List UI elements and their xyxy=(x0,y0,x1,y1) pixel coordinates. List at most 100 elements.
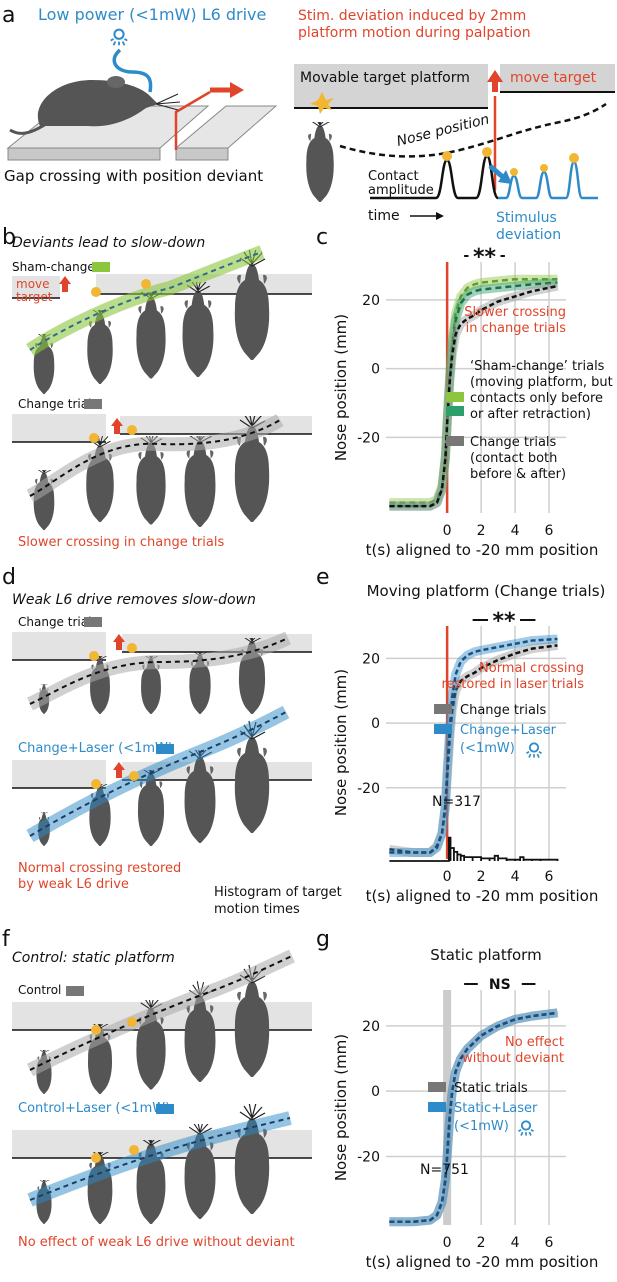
move-label: move xyxy=(16,277,50,291)
svg-text:g: g xyxy=(316,927,330,952)
y-tick-label: 20 xyxy=(362,1019,380,1035)
x-tick-label: 2 xyxy=(477,1235,486,1251)
g-legend-1: Static trials xyxy=(454,1081,528,1096)
d-footer-1: Normal crossing restored xyxy=(18,861,181,876)
x-tick-label: 6 xyxy=(545,869,554,885)
x-axis-label: t(s) aligned to -20 mm position xyxy=(366,887,599,905)
x-tick-label: 0 xyxy=(443,869,452,885)
y-tick-label: 20 xyxy=(362,651,380,667)
x-tick-label: 6 xyxy=(545,1235,554,1251)
y-tick-label: -20 xyxy=(357,781,380,797)
d-footer-2: by weak L6 drive xyxy=(18,877,129,892)
time-arrow-icon xyxy=(436,212,444,220)
c-annotation-1: Slower crossing xyxy=(464,305,566,320)
panel-b-label: b xyxy=(2,225,16,250)
contact-label-1: Contact xyxy=(368,169,419,184)
g-annotation-2: without deviant xyxy=(462,1051,564,1066)
c-annotation-2: in change trials xyxy=(466,321,567,336)
y-tick-label: 0 xyxy=(371,362,380,378)
time-label: time xyxy=(368,208,400,224)
panel-b: b Deviants lead to slow-down Sham-change… xyxy=(2,225,312,550)
e-laser-icon xyxy=(525,742,543,759)
c-legend-sham-1: ‘Sham-change’ trials xyxy=(470,359,605,374)
panel-a: a Low power (<1mW) L6 drive Gap crossing… xyxy=(2,3,615,243)
g-annotation-1: No effect xyxy=(505,1035,564,1050)
d-hist-label-2: motion times xyxy=(214,902,300,917)
c-legend-change-2: (contact both xyxy=(470,451,557,466)
panel-d-label: d xyxy=(2,565,16,590)
significance-label: ** xyxy=(473,245,497,270)
y-tick-label: -20 xyxy=(357,430,380,446)
platform-label: Movable target platform xyxy=(300,70,470,86)
x-tick-label: 2 xyxy=(477,869,486,885)
panel-a-label: a xyxy=(2,3,15,28)
d-laser-swatch xyxy=(156,744,174,754)
svg-text:c: c xyxy=(316,225,328,250)
c-legend-change-swatch xyxy=(446,436,464,446)
y-tick-label: 0 xyxy=(371,716,380,732)
laser-light-icon xyxy=(109,28,129,47)
change-trial-label: Change trial xyxy=(18,397,91,411)
contact-star-icon xyxy=(310,92,334,114)
optic-fiber-icon xyxy=(112,48,153,93)
series-line-2 xyxy=(389,284,558,508)
nose-position-label: Nose position xyxy=(395,111,491,149)
sham-change-label: Sham-change xyxy=(12,260,95,274)
significance-label: ** xyxy=(493,609,517,634)
contact-label-2: amplitude xyxy=(368,183,434,198)
stimulus-label-1: Stimulus xyxy=(496,210,557,226)
d-change-trial-label: Change trial xyxy=(18,615,91,629)
x-tick-label: 4 xyxy=(511,523,520,539)
panel-b-footer: Slower crossing in change trials xyxy=(18,535,224,550)
c-legend-sham-4: or after retraction) xyxy=(470,407,591,422)
c-legend-sham-dark-swatch xyxy=(446,406,464,416)
panel-f-footer: No effect of weak L6 drive without devia… xyxy=(18,1235,295,1250)
x-tick-label: 2 xyxy=(477,523,486,539)
series-line-1 xyxy=(389,637,558,854)
e-legend-3: (<1mW) xyxy=(460,741,515,756)
panel-a-caption: Gap crossing with position deviant xyxy=(4,167,263,185)
chart-title: Static platform xyxy=(430,946,541,964)
series-line-1 xyxy=(389,1011,558,1223)
mouse-head-icon xyxy=(305,122,335,202)
stimulus-label-2: deviation xyxy=(496,227,561,243)
panel-f: f Control: static platform Control Contr… xyxy=(2,927,312,1250)
nose-position-trace xyxy=(339,102,607,158)
panel-b-title: Deviants lead to slow-down xyxy=(12,235,205,251)
g-n-label: N=751 xyxy=(420,1162,469,1178)
e-legend-1: Change trials xyxy=(460,703,547,718)
x-tick-label: 4 xyxy=(511,1235,520,1251)
move-target-label: move target xyxy=(510,70,597,86)
sham-legend-swatch xyxy=(92,262,110,272)
x-tick-label: 0 xyxy=(443,1235,452,1251)
y-axis-label: Nose position (mm) xyxy=(332,314,350,461)
d-change-laser-label: Change+Laser (<1mW) xyxy=(18,741,173,756)
panel-f-label: f xyxy=(2,927,11,952)
chart-title: Moving platform (Change trials) xyxy=(367,582,606,600)
mouse-side-icon xyxy=(37,80,158,127)
y-tick-label: 20 xyxy=(362,293,380,309)
c-legend-sham-3: contacts only before xyxy=(470,391,603,406)
g-legend-3: (<1mW) xyxy=(454,1119,509,1134)
e-n-label: N=317 xyxy=(432,794,481,810)
panel-d-title: Weak L6 drive removes slow-down xyxy=(12,592,256,608)
g-legend-2: Static+Laser xyxy=(454,1101,538,1116)
y-axis-label: Nose position (mm) xyxy=(332,669,350,816)
e-annotation-1: Normal crossing xyxy=(479,661,584,676)
y-tick-label: -20 xyxy=(357,1149,380,1165)
change-legend-swatch xyxy=(84,399,102,409)
e-legend-2: Change+Laser xyxy=(460,723,557,738)
stim-title-2: platform motion during palpation xyxy=(298,25,531,41)
contact-trace-before xyxy=(370,154,500,200)
svg-text:e: e xyxy=(316,565,330,590)
stimulus-arrow-icon xyxy=(498,170,512,184)
move-up-arrow-icon xyxy=(492,82,498,92)
contact-trace-after xyxy=(498,160,598,200)
d-hist-label-1: Histogram of target xyxy=(214,885,342,900)
x-axis-label: t(s) aligned to -20 mm position xyxy=(366,1253,599,1271)
move-arrow-icon xyxy=(230,82,244,98)
panel-f-title: Control: static platform xyxy=(12,950,175,966)
c-legend-sham-light-swatch xyxy=(446,392,464,402)
